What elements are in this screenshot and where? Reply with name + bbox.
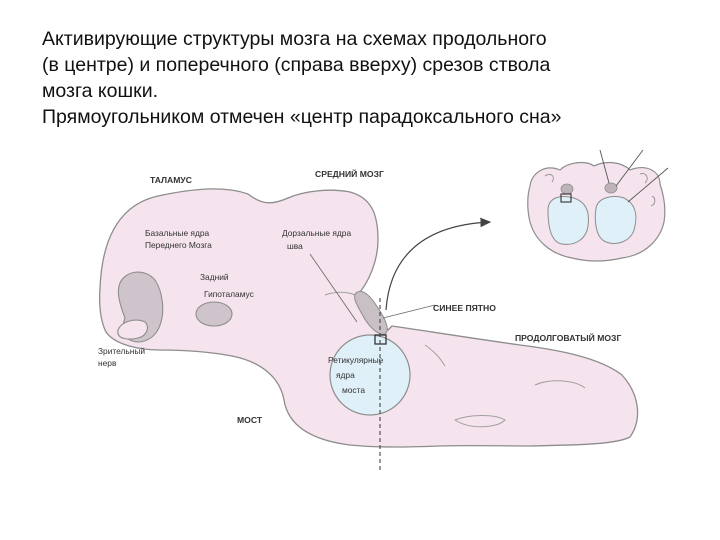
cross-section-right-nucleus xyxy=(595,196,636,243)
label-locus-coeruleus: СИНЕЕ ПЯТНО xyxy=(433,303,496,313)
leader-line-locus xyxy=(383,305,435,318)
hypothalamus-shape xyxy=(196,302,232,326)
label-reticular-2: ядра xyxy=(336,370,355,380)
label-thalamus: ТАЛАМУС xyxy=(150,175,192,185)
label-dorsal-raphe-2: шва xyxy=(287,241,303,251)
cross-section-left-nucleus xyxy=(548,197,588,245)
label-pons: МОСТ xyxy=(237,415,263,425)
label-reticular-3: моста xyxy=(342,385,365,395)
cross-section xyxy=(528,150,668,261)
label-basal-nuclei-2: Переднего Мозга xyxy=(145,240,212,250)
arrow-to-cross-section xyxy=(386,222,490,310)
label-optic-nerve-1: Зрительный xyxy=(98,346,145,356)
label-midbrain: СРЕДНИЙ МОЗГ xyxy=(315,168,384,179)
label-reticular-1: Ретикулярные xyxy=(328,355,384,365)
label-basal-nuclei-1: Базальные ядра xyxy=(145,228,210,238)
label-hypothalamus-2: Гипоталамус xyxy=(204,289,254,299)
label-hypothalamus-1: Задний xyxy=(200,272,229,282)
cross-section-right-dot xyxy=(605,183,617,193)
label-optic-nerve-2: нерв xyxy=(98,358,117,368)
label-dorsal-raphe-1: Дорзальные ядра xyxy=(282,228,351,238)
cross-section-left-dot xyxy=(561,184,573,194)
label-medulla: ПРОДОЛГОВАТЫЙ МОЗГ xyxy=(515,332,621,343)
